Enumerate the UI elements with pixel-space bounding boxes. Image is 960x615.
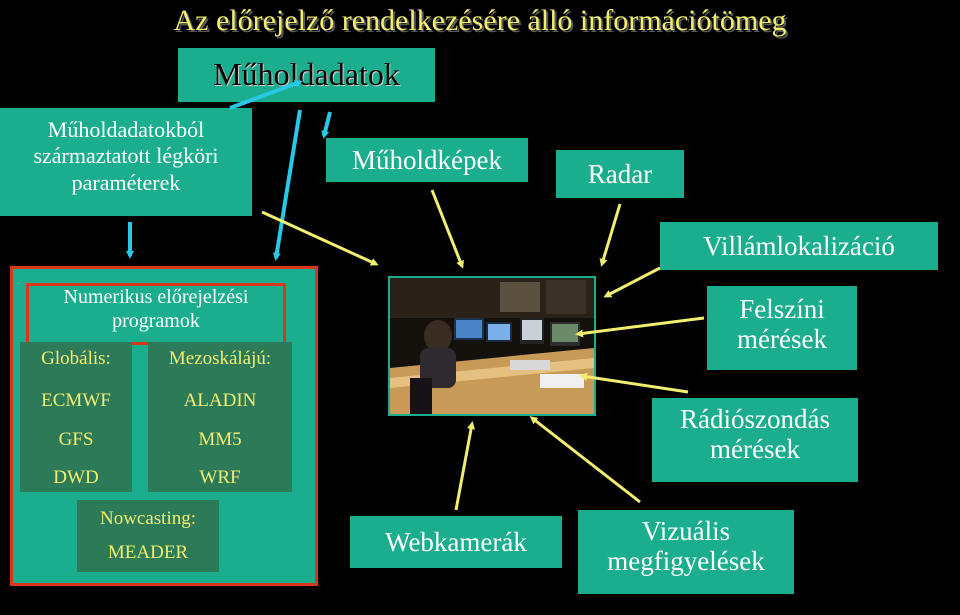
forecaster-workstation-photo: [388, 276, 596, 416]
arrow-lightning-to-photo: [603, 266, 661, 298]
slide-title: Az előrejelző rendelkezésére álló inform…: [173, 4, 787, 37]
surface-line-1: Felszíni: [739, 294, 825, 324]
satellite-images-label: Műholdképek: [352, 144, 502, 175]
meso-model: ALADIN: [183, 390, 257, 411]
radiosonde-line-1: Rádiószondás: [680, 404, 830, 434]
global-models-box: Globális: ECMWF GFS DWD: [20, 342, 132, 492]
visual-line-2: megfigyelések: [607, 546, 765, 577]
meso-models-box: Mezoskálájú: ALADIN MM5 WRF: [148, 342, 292, 492]
meso-heading: Mezoskálájú:: [168, 348, 272, 369]
arrow-satellite-to-derived: [229, 79, 303, 110]
nowcasting-model: MEADER: [107, 542, 189, 563]
derived-params-line-3: paraméterek: [71, 169, 181, 195]
nowcasting-heading: Nowcasting:: [99, 508, 197, 529]
arrow-surface-to-photo: [575, 316, 705, 338]
arrow-webcams-to-photo: [454, 421, 476, 511]
global-model: DWD: [53, 467, 99, 488]
nwp-title-line-1: Numerikus előrejelzési: [63, 286, 249, 308]
meso-model: WRF: [199, 467, 241, 488]
satellite-data-box: Műholdadatok: [178, 48, 435, 102]
satellite-images-box: Műholdképek: [326, 138, 528, 182]
lightning-label: Villámlokalizáció: [703, 230, 895, 261]
visual-line-1: Vizuális: [641, 516, 731, 546]
global-model: GFS: [58, 429, 94, 450]
global-heading: Globális:: [41, 348, 111, 369]
arrow-radar-to-photo: [599, 203, 622, 267]
arrow-satellite-to-images: [321, 111, 332, 139]
nwp-title: Numerikus előrejelzési programok: [30, 286, 282, 333]
workstation-illustration: [390, 278, 594, 414]
arrow-visual-to-photo: [529, 416, 641, 504]
radiosonde-box: Rádiószondás mérések: [652, 398, 858, 482]
arrow-derived-to-photo: [261, 210, 379, 266]
nowcasting-box: Nowcasting: MEADER: [77, 500, 219, 572]
surface-box: Felszíni mérések: [707, 286, 857, 370]
visual-box: Vizuális megfigyelések: [578, 510, 794, 594]
satellite-data-label: Műholdadatok: [213, 56, 400, 93]
derived-params-line-1: Műholdadatokból: [47, 117, 205, 142]
radar-label: Radar: [587, 158, 653, 189]
radar-box: Radar: [556, 150, 684, 198]
derived-params-line-2: származtatott légköri: [33, 143, 219, 169]
surface-line-2: mérések: [737, 324, 827, 355]
webcams-label: Webkamerák: [385, 526, 527, 557]
arrow-radiosonde-to-photo: [579, 372, 689, 394]
derived-params-box: Műholdadatokból származtatott légköri pa…: [0, 108, 252, 216]
arrow-satellite-to-nwp: [272, 109, 302, 261]
meso-model: MM5: [198, 429, 242, 450]
arrow-images-to-photo: [430, 189, 464, 269]
webcams-box: Webkamerák: [350, 516, 562, 568]
nwp-title-line-2: programok: [112, 309, 200, 332]
global-model: ECMWF: [41, 390, 111, 411]
radiosonde-line-2: mérések: [710, 434, 800, 465]
lightning-box: Villámlokalizáció: [660, 222, 938, 270]
